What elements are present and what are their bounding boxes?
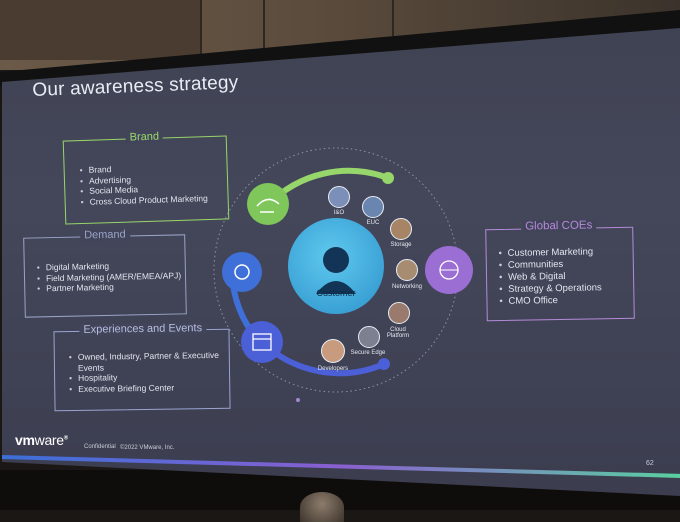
audience-label: Storage — [390, 242, 412, 248]
avatar — [388, 302, 410, 324]
audience-label: Cloud Platform — [386, 327, 410, 339]
audience-label: I&O — [333, 210, 345, 216]
demand-node — [222, 252, 262, 292]
audience-label: EUC — [366, 220, 380, 226]
copyright-text: ©2022 VMware, Inc. — [120, 445, 175, 451]
calendar-icon — [252, 333, 272, 351]
experiences-node — [241, 321, 283, 363]
gear-icon — [234, 264, 250, 280]
dot-marker — [296, 398, 300, 402]
brand-arc-end — [382, 172, 394, 184]
vmware-logo: vmware® — [15, 432, 68, 448]
avatar — [390, 218, 412, 240]
audience-label: Networking — [391, 284, 422, 290]
confidential-label: Confidential — [84, 444, 116, 450]
strategy-diagram — [213, 147, 473, 402]
audience-head — [300, 492, 344, 522]
customer-icon — [316, 247, 356, 294]
wall-seam — [200, 0, 202, 60]
audience-label: Developers — [317, 366, 349, 372]
avatar — [396, 259, 418, 281]
page-number: 62 — [646, 460, 654, 467]
wall-seam — [263, 0, 265, 60]
handshake-icon — [256, 198, 280, 213]
wall-seam — [392, 0, 394, 60]
room-wall-panel — [0, 0, 200, 60]
experiences-arc-end — [378, 358, 390, 370]
avatar — [321, 339, 345, 363]
avatar — [358, 326, 380, 348]
customer-circle — [288, 218, 384, 314]
brand-node — [247, 183, 289, 225]
avatar — [362, 196, 384, 218]
customer-label: Customer — [316, 288, 356, 298]
avatar — [328, 186, 350, 208]
projected-slide: Our awareness strategy Brand Brand Adver… — [0, 0, 680, 510]
audience-label: Secure Edge — [350, 350, 386, 356]
